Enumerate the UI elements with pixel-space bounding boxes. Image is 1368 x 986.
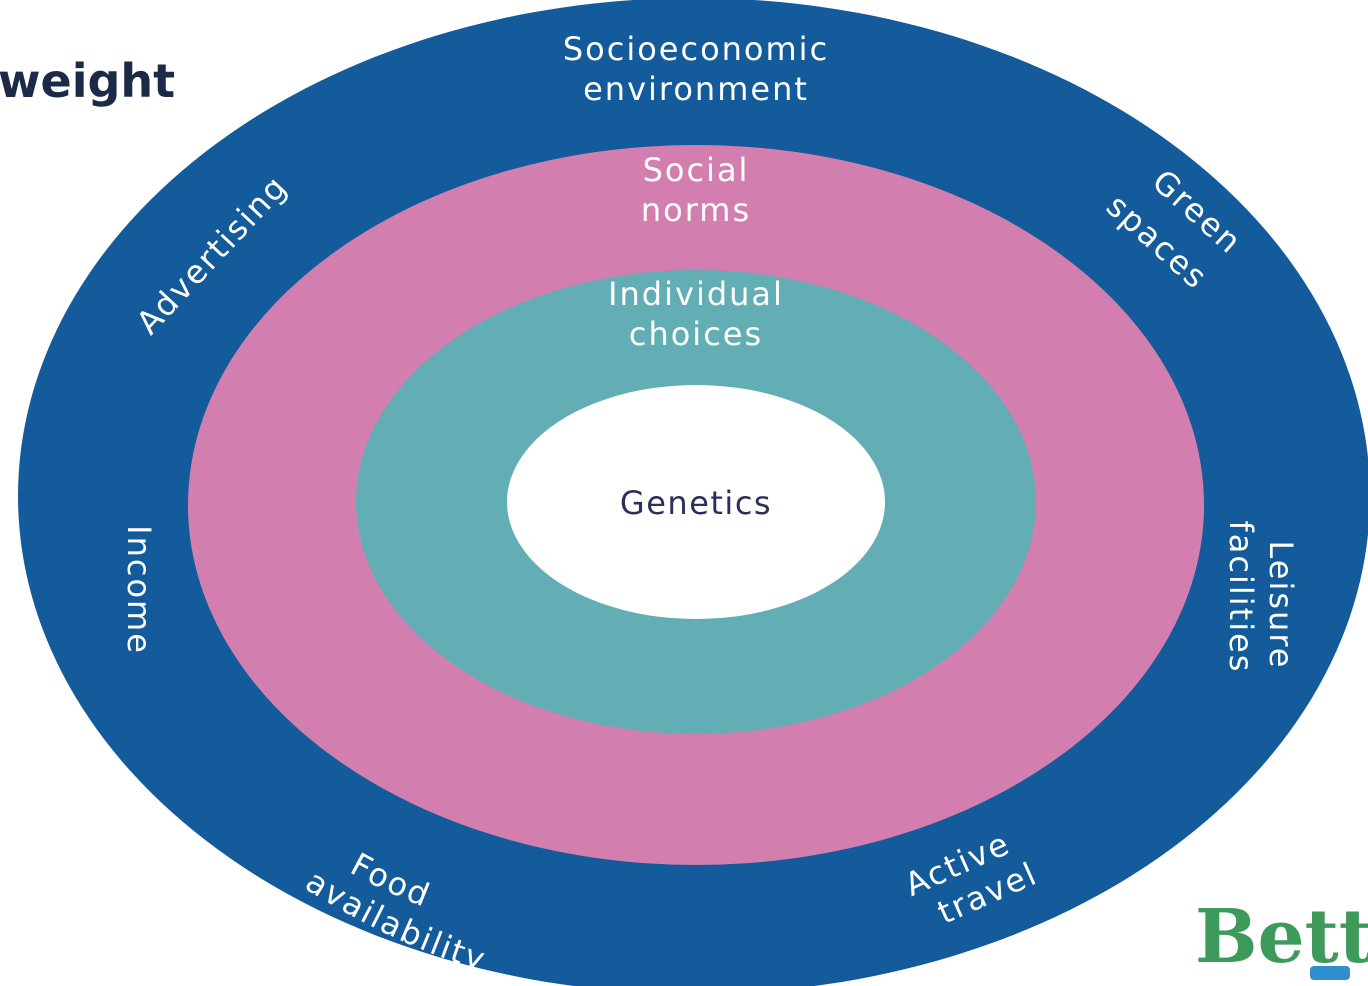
brand-logo-text: Bett <box>1195 894 1368 980</box>
middle-ring-title-line1: Social <box>643 151 750 189</box>
outer-ring-title-line1: Socioeconomic <box>563 30 829 68</box>
core-circle <box>507 385 885 619</box>
income-label: Income <box>120 525 158 655</box>
middle-ring-title-line2: norms <box>641 191 751 229</box>
page-heading: weight <box>0 54 176 108</box>
leisure-facilities-label-line1: Leisure <box>1262 541 1300 670</box>
inner-ring-title-line1: Individual <box>608 275 784 313</box>
leisure-facilities-label-line2: facilities <box>1222 521 1260 674</box>
core-title: Genetics <box>620 484 772 522</box>
inner-ring-title-line2: choices <box>629 315 763 353</box>
brand-logo: Bett <box>1195 894 1368 980</box>
brand-logo-text-span: Bett <box>1195 894 1368 980</box>
brand-logo-underline <box>1310 966 1350 980</box>
outer-ring-title-line2: environment <box>583 70 809 108</box>
